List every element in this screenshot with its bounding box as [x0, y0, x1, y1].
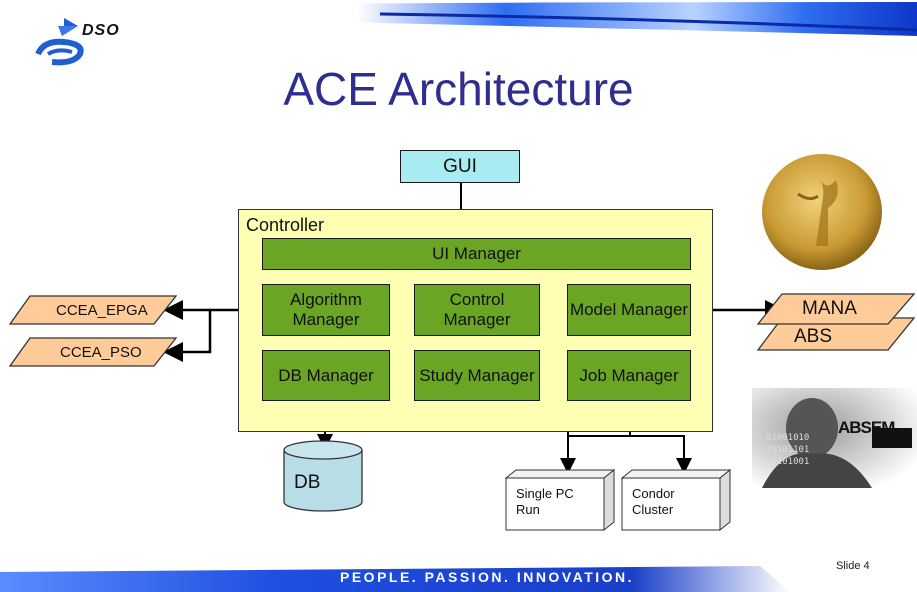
- compute-boxes: [504, 468, 732, 532]
- db-cylinder: [283, 440, 363, 512]
- algorithm-manager-box: Algorithm Manager: [262, 284, 390, 336]
- bottom-banner: [0, 566, 790, 592]
- svg-text:01101001: 01101001: [766, 457, 809, 467]
- model-manager-box: Model Manager: [567, 284, 691, 336]
- mana-abs-parallelograms: [756, 293, 916, 351]
- top-banner: [170, 2, 917, 36]
- ccea-pso-label: CCEA_PSO: [60, 344, 142, 361]
- slide-title: ACE Architecture: [283, 63, 634, 115]
- absem-image: 01001010 10101101 01101001: [752, 388, 917, 488]
- absem-text: ABSEM: [838, 418, 895, 437]
- ccea-parallelograms: [8, 295, 178, 367]
- control-manager-box: Control Manager: [414, 284, 540, 336]
- controller-label: Controller: [246, 215, 325, 235]
- logo-text: DSO: [82, 22, 120, 39]
- gui-box: GUI: [400, 150, 520, 183]
- mana-label: MANA: [802, 298, 857, 319]
- db-label: DB: [294, 472, 321, 493]
- abs-label: ABS: [794, 326, 833, 347]
- slide-number: Slide 4: [836, 560, 870, 572]
- tagline: PEOPLE. PASSION. INNOVATION.: [340, 569, 635, 585]
- db-manager-box: DB Manager: [262, 350, 390, 401]
- svg-text:01001010: 01001010: [766, 433, 809, 443]
- study-manager-box: Study Manager: [414, 350, 540, 401]
- svg-text:10101101: 10101101: [766, 445, 809, 455]
- ui-manager-box: UI Manager: [262, 238, 691, 270]
- ccea-epga-label: CCEA_EPGA: [56, 302, 148, 319]
- single-pc-run-label: Single PC Run: [516, 486, 574, 517]
- condor-cluster-label: Condor Cluster: [632, 486, 675, 517]
- coin-image: [762, 154, 882, 270]
- dso-logo: [35, 18, 84, 66]
- job-manager-box: Job Manager: [567, 350, 691, 401]
